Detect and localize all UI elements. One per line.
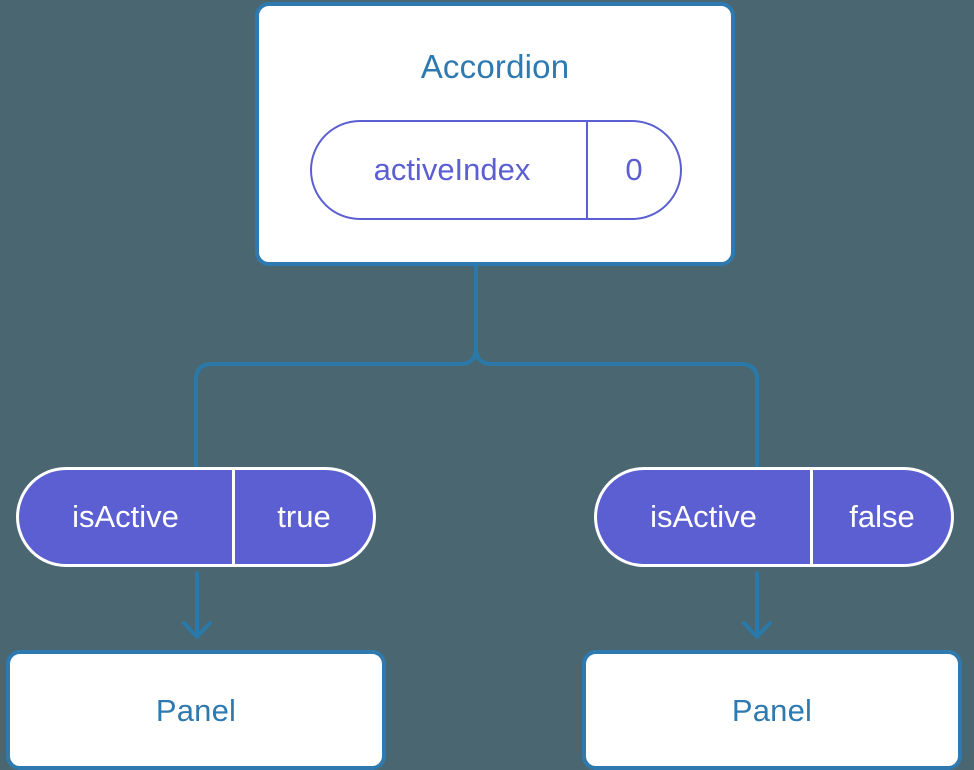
- prop-value: 0: [625, 152, 643, 187]
- prop-value: true: [277, 499, 331, 534]
- prop-pill-isactive-false[interactable]: isActive false: [594, 467, 954, 567]
- arrow-left-head-icon: [182, 621, 212, 639]
- prop-key: isActive: [597, 470, 813, 564]
- component-card-panel-right[interactable]: Panel: [582, 650, 962, 770]
- component-title: Accordion: [420, 48, 570, 85]
- connector-branch-right: [474, 346, 759, 469]
- arrow-right-head-icon: [742, 621, 772, 639]
- prop-key: isActive: [19, 470, 235, 564]
- component-title: Panel: [155, 692, 237, 728]
- prop-pill-activeindex[interactable]: activeIndex 0: [310, 120, 682, 220]
- prop-pill-isactive-true[interactable]: isActive true: [16, 467, 376, 567]
- prop-key: activeIndex: [312, 122, 588, 218]
- connector-branch-left: [194, 346, 478, 469]
- prop-value: false: [849, 499, 915, 534]
- component-title: Panel: [731, 692, 813, 728]
- component-card-panel-left[interactable]: Panel: [6, 650, 386, 770]
